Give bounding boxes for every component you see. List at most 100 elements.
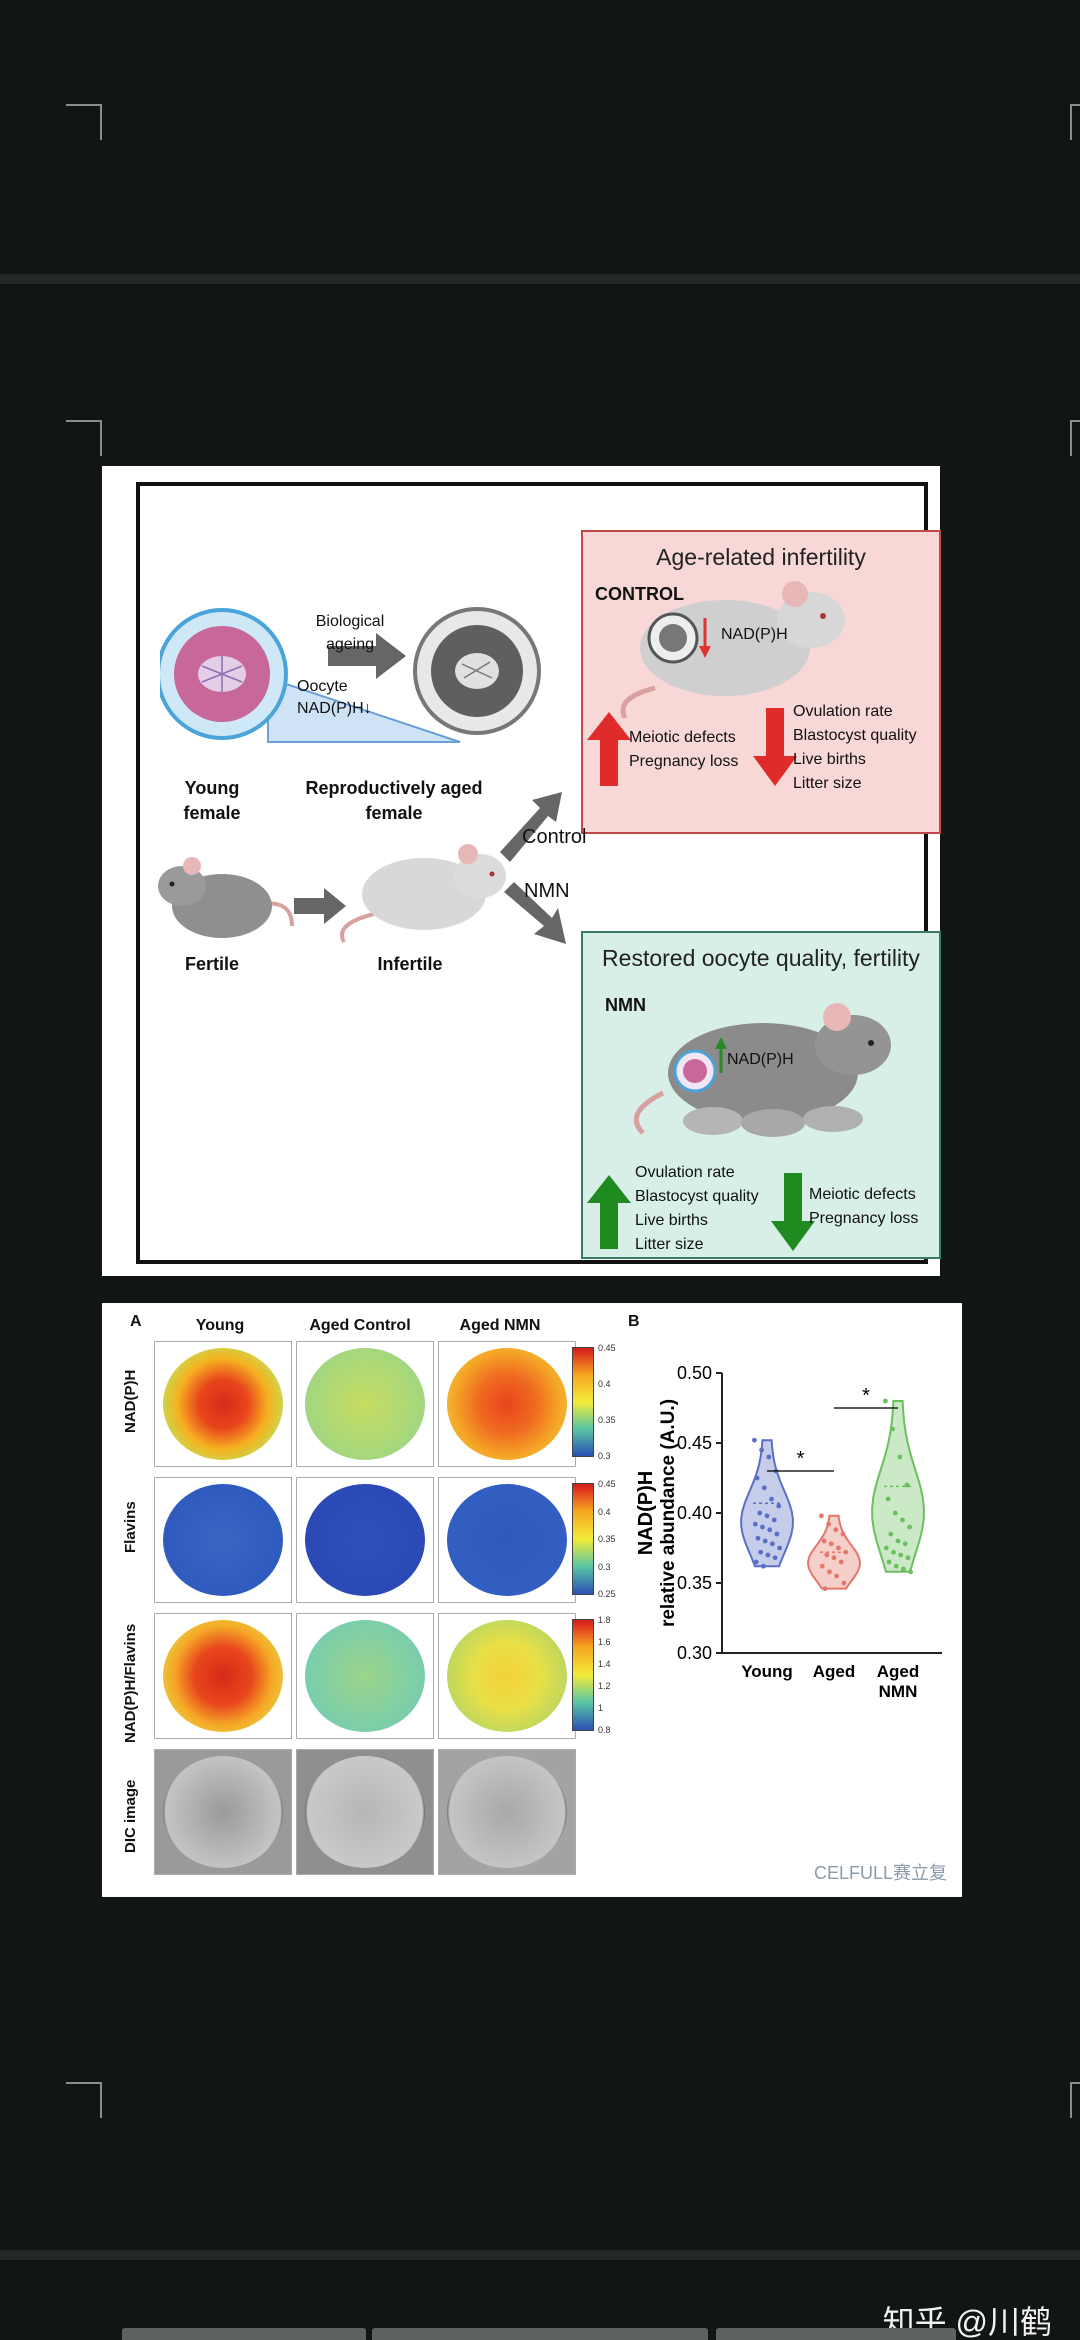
- nmn-mouse-family-illustration: [633, 1003, 891, 1137]
- data-point: [759, 1447, 764, 1453]
- image-cell: [296, 1477, 434, 1603]
- data-point: [893, 1563, 899, 1569]
- crop-mark: [1070, 420, 1080, 456]
- crop-mark: [66, 104, 102, 140]
- data-point: [766, 1454, 772, 1460]
- oocyte-image: [447, 1620, 567, 1732]
- image-cell: [296, 1613, 434, 1739]
- data-point: [826, 1521, 831, 1527]
- data-point: [907, 1524, 913, 1530]
- data-point: [836, 1545, 841, 1551]
- data-point: [755, 1535, 761, 1541]
- row-header-dic: DIC image: [122, 1779, 139, 1853]
- ageing-arrow-icon: [328, 633, 406, 679]
- column-header-aged-control: Aged Control: [309, 1317, 411, 1334]
- bottom-tab[interactable]: [372, 2328, 708, 2340]
- panel-a-label: A: [130, 1313, 142, 1330]
- bottom-tab[interactable]: [122, 2328, 366, 2340]
- data-point: [761, 1485, 767, 1491]
- data-point: [898, 1552, 904, 1558]
- data-point: [822, 1586, 828, 1591]
- colorbar-nadph: [572, 1347, 594, 1457]
- control-arrow-label: Control: [522, 826, 587, 848]
- data-point: [774, 1531, 780, 1537]
- image-cell: [154, 1477, 292, 1603]
- oocyte-image: [163, 1484, 283, 1596]
- data-point: [753, 1559, 759, 1565]
- data-point: [821, 1538, 827, 1544]
- infertile-label: Infertile: [377, 954, 443, 974]
- data-point: [888, 1531, 894, 1537]
- significance-star: *: [797, 1448, 805, 1470]
- data-point: [834, 1573, 840, 1579]
- bottom-tab[interactable]: [716, 2328, 956, 2340]
- data-point: [776, 1503, 782, 1509]
- row-header-nadph: NAD(P)H: [122, 1369, 139, 1433]
- data-point: [828, 1541, 834, 1547]
- image-cell: [438, 1613, 576, 1739]
- crop-mark: [1070, 104, 1080, 140]
- data-point: [769, 1496, 774, 1502]
- data-point: [905, 1555, 911, 1561]
- data-point: [831, 1555, 837, 1561]
- data-point: [757, 1510, 763, 1516]
- y-tick-label: 0.30: [677, 1643, 712, 1663]
- down-arrow-green-icon: [771, 1173, 815, 1251]
- nmn-tag: NMN: [605, 995, 646, 1015]
- row-header-flavins: Flavins: [122, 1501, 139, 1553]
- y-tick-label: 0.35: [677, 1573, 712, 1593]
- aged-female-mouse-illustration: [340, 844, 506, 943]
- nadph-label-control: NAD(P)H: [721, 626, 788, 643]
- image-cell: [438, 1341, 576, 1467]
- data-point: [772, 1555, 778, 1561]
- transition-arrow-icon: [294, 888, 346, 924]
- y-axis-label: NAD(P)H: [635, 1471, 657, 1555]
- data-point: [752, 1437, 757, 1443]
- crop-mark: [1070, 2082, 1080, 2118]
- image-cell: [154, 1613, 292, 1739]
- oocyte-image: [163, 1620, 283, 1732]
- column-header-young: Young: [195, 1317, 245, 1334]
- data-point: [819, 1563, 825, 1569]
- fertile-label: Fertile: [184, 954, 240, 974]
- data-point: [895, 1538, 901, 1544]
- down-arrow-icon: ↓: [363, 700, 372, 717]
- age-related-infertility-box: Age-related infertility CONTROL NAD(P)H …: [581, 530, 941, 834]
- image-cell: [154, 1341, 292, 1467]
- young-mouse-illustration: [158, 857, 294, 938]
- up-arrow-red-icon: [587, 712, 631, 786]
- category-label: Aged: [877, 1662, 920, 1681]
- category-label: NMN: [879, 1682, 918, 1701]
- data-point: [886, 1559, 892, 1565]
- image-cell: [438, 1477, 576, 1603]
- watermark: CELFULL赛立复: [814, 1863, 948, 1883]
- data-point: [833, 1527, 839, 1533]
- data-point: [883, 1398, 888, 1404]
- data-point: [908, 1569, 913, 1575]
- significance-star: *: [862, 1385, 870, 1407]
- oocyte-image: [305, 1620, 425, 1732]
- data-point: [824, 1552, 830, 1558]
- oocyte-image: [305, 1348, 425, 1460]
- data-point: [761, 1563, 766, 1569]
- figure-panel: A B Young Aged Control Aged NMN NAD(P)H …: [102, 1303, 962, 1897]
- page-divider: [0, 274, 1080, 284]
- nmn-arrow-label: NMN: [524, 880, 570, 902]
- data-point: [900, 1517, 905, 1523]
- y-tick-label: 0.50: [677, 1363, 712, 1383]
- branch-arrows-icon: [500, 792, 566, 944]
- dic-image: [163, 1756, 283, 1868]
- panel-b-label: B: [628, 1313, 640, 1330]
- box-red-title: Age-related infertility: [656, 544, 866, 570]
- data-point: [840, 1531, 846, 1537]
